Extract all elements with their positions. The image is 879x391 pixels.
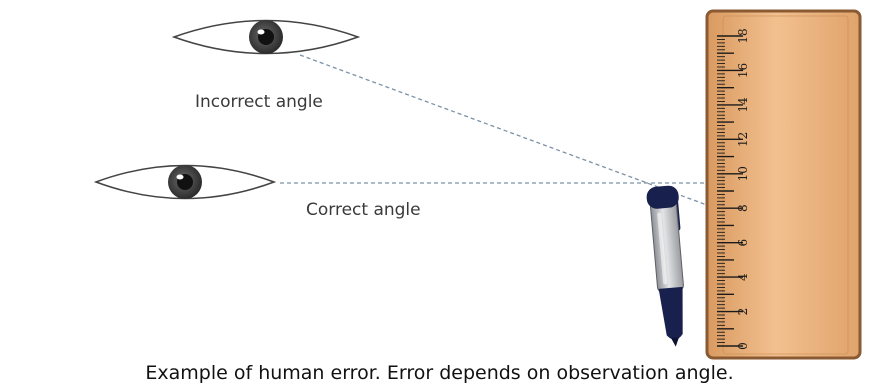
ruler-tick-labels: 0 2 4 6 8 10 12 14 16 18 xyxy=(736,28,750,349)
ruler-tick-label: 2 xyxy=(736,308,750,316)
ruler-tick-label: 14 xyxy=(736,97,750,113)
ruler-tick-label: 6 xyxy=(736,239,750,247)
figure-caption: Example of human error. Error depends on… xyxy=(145,362,734,384)
ruler-tick-label: 18 xyxy=(736,28,750,43)
pen-icon xyxy=(646,185,684,347)
ruler-tick-label: 4 xyxy=(736,273,750,281)
ruler-tick-label: 8 xyxy=(736,204,750,212)
correct-angle-label: Correct angle xyxy=(306,200,421,220)
eye-icon xyxy=(171,19,361,55)
incorrect-sight-line xyxy=(299,54,716,209)
ruler-tick-label: 16 xyxy=(736,63,750,78)
eye-icon xyxy=(93,164,277,200)
incorrect-angle-label: Incorrect angle xyxy=(195,92,323,112)
ruler-tick-label: 12 xyxy=(736,132,750,147)
ruler-ticks xyxy=(717,35,743,347)
ruler-tick-label: 10 xyxy=(736,166,750,181)
ruler-icon: 0 2 4 6 8 10 12 14 16 18 xyxy=(705,9,862,360)
ruler-tick-label: 0 xyxy=(736,342,750,350)
